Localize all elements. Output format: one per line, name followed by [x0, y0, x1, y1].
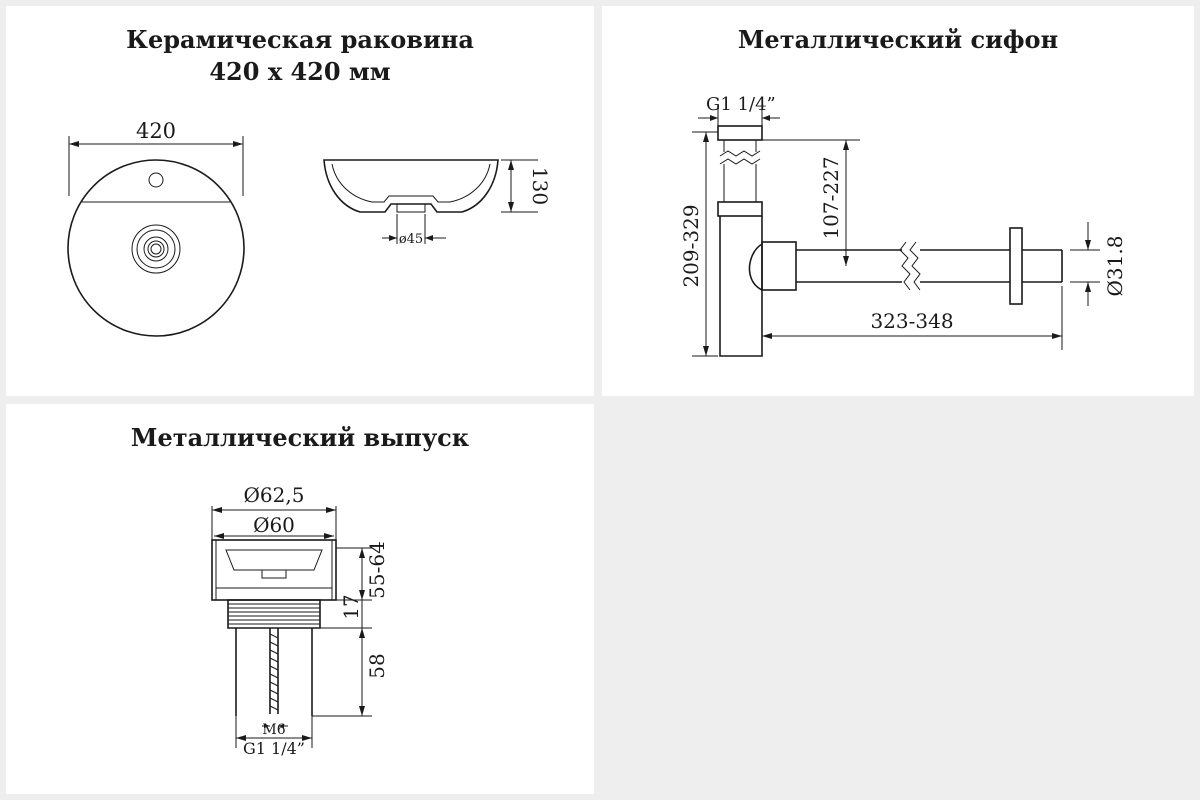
siphon-length-label: 323-348: [870, 309, 953, 333]
sink-title-line2: 420 x 420 мм: [209, 57, 391, 86]
drain-bolt: [269, 628, 279, 714]
drain-body: [211, 539, 337, 716]
siphon-total-height-label: 209-329: [679, 204, 703, 287]
drain-flange-label: 17: [339, 594, 363, 619]
sink-top-view: 420: [67, 119, 245, 337]
siphon-panel: Металлический сифон G1 1/4”: [602, 6, 1194, 396]
siphon-pipe-diameter-label: Ø31.8: [1103, 236, 1127, 297]
siphon-body: [717, 125, 1063, 357]
siphon-drawing: G1 1/4”: [679, 94, 1127, 357]
drain-bolt-label: M6: [262, 722, 285, 738]
sink-overflow-hole: [148, 172, 164, 188]
sink-title: Керамическая раковина 420 x 420 мм: [6, 24, 594, 88]
sink-title-line1: Керамическая раковина: [126, 25, 474, 54]
empty-panel: [602, 404, 1194, 794]
drain-height-range-label: 55-64: [365, 541, 389, 599]
sink-panel: Керамическая раковина 420 x 420 мм 420: [6, 6, 594, 396]
siphon-title: Металлический сифон: [737, 25, 1059, 54]
sink-drawing: 420 130: [67, 119, 552, 337]
drain-panel: Металлический выпуск Ø62,5 Ø60: [6, 404, 594, 794]
drain-inner-diameter-label: Ø60: [253, 513, 295, 537]
sink-drain-label: ø45: [399, 232, 423, 247]
drain-drawing: Ø62,5 Ø60: [211, 483, 389, 758]
drain-outer-diameter-label: Ø62,5: [244, 483, 305, 507]
sink-height-label: 130: [528, 167, 552, 205]
drain-length-label: 58: [365, 653, 389, 678]
sink-drain-hole: [131, 224, 181, 274]
siphon-thread-label: G1 1/4”: [706, 94, 776, 115]
drain-thread-label: G1 1/4”: [243, 739, 305, 758]
sink-bowl-outline: [67, 159, 245, 337]
sink-width-label: 420: [136, 119, 176, 143]
drain-title: Металлический выпуск: [130, 423, 470, 452]
sink-side-view: 130 ø45: [323, 159, 552, 247]
siphon-outlet-height-label: 107-227: [819, 156, 843, 239]
